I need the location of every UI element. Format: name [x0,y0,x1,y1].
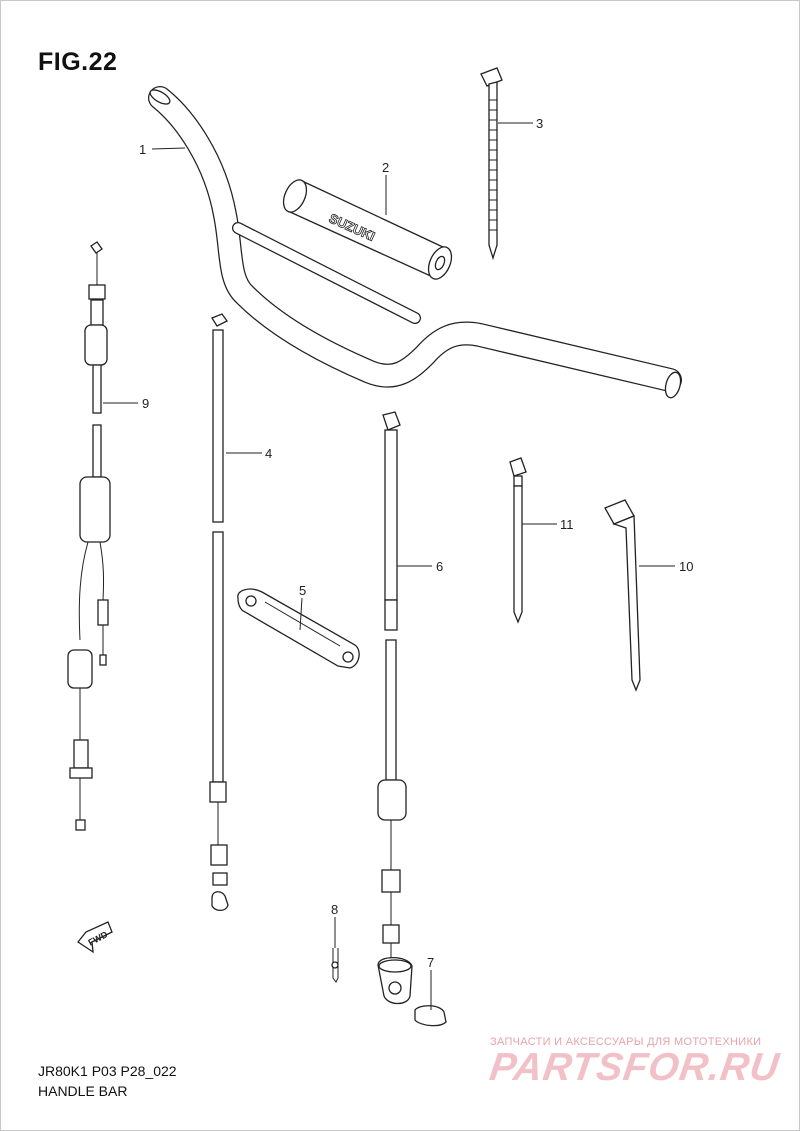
clamp-band-10[interactable] [604,499,641,692]
callout-11: 11 [560,517,574,532]
watermark-tagline: ЗАПЧАСТИ И АКСЕССУАРЫ ДЛЯ МОТОТЕХНИКИ [490,1036,762,1048]
callout-1: 1 [139,142,146,157]
handlebar[interactable] [148,86,683,399]
handlebar-pad[interactable]: SUZUKI [279,176,456,282]
cable-4[interactable] [209,313,229,912]
callout-7: 7 [427,955,434,970]
callout-10: 10 [679,559,693,574]
clevis-7[interactable] [377,956,447,1027]
cable-tie-3[interactable] [480,67,503,261]
callout-6: 6 [436,559,443,574]
callout-5: 5 [299,583,306,598]
leader-lines [103,122,675,1010]
diagram-name: HANDLE BAR [38,1083,128,1099]
forward-arrow: FWD [77,921,113,954]
callout-3: 3 [536,116,543,131]
cable-tie-11[interactable] [509,457,527,624]
watermark-logo: PARTSFOR.RU [487,1046,783,1089]
callout-2: 2 [382,160,389,175]
figure-title: FIG.22 [38,48,118,76]
callout-9: 9 [142,396,149,411]
diagram-code: JR80K1 P03 P28_022 [38,1063,177,1079]
callout-8: 8 [331,902,338,917]
cable-6[interactable] [377,411,407,958]
bracket-plate-5[interactable] [237,588,360,669]
callout-4: 4 [265,446,272,461]
cable-assembly-9[interactable] [67,241,111,831]
cotter-pin-8[interactable] [331,948,339,983]
